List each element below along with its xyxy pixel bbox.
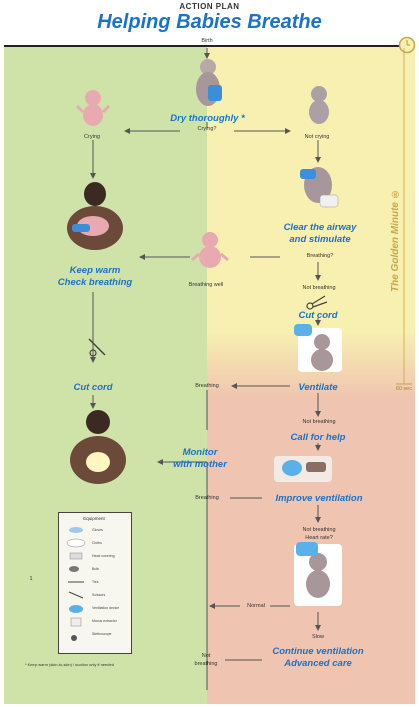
step-ventilate: Ventilate <box>298 382 338 393</box>
equipment-item: Scissors <box>92 593 106 597</box>
not-crying-baby-illustration <box>309 86 329 124</box>
equipment-item: Ties <box>92 580 99 584</box>
label-breathing-well: Breathing well <box>188 282 224 288</box>
label-not-breathing-1: Not breathing <box>302 285 336 291</box>
equipment-item: Cloths <box>92 541 102 545</box>
step-call-for-help: Call for help <box>290 432 346 443</box>
sixty-sec-label: 60 sec <box>395 386 413 392</box>
label-heart-rate-question: Heart rate? <box>305 535 333 541</box>
ventilate-illustration <box>294 324 342 372</box>
breathing-well-baby-illustration <box>191 232 229 268</box>
label-not-breathing-2: Not breathing <box>302 419 336 425</box>
label-not-crying: Not crying <box>304 134 330 140</box>
left-marker: 1 <box>29 576 33 582</box>
crying-baby-illustration <box>75 90 111 126</box>
cord-clamp-icon <box>88 338 106 357</box>
equipment-item: Gloves <box>92 528 103 532</box>
step-monitor-2: with mother <box>173 459 227 470</box>
step-keep-warm-2: Check breathing <box>57 277 133 288</box>
equipment-item: Mucus extractor <box>92 619 117 623</box>
step-continue-ventilation-2: Advanced care <box>284 658 352 669</box>
call-for-help-illustration <box>274 456 332 482</box>
mother-baby-skin-to-skin-illustration <box>67 182 123 250</box>
label-normal: Normal <box>247 603 265 609</box>
golden-minute-label: The Golden Minute ® <box>390 188 401 292</box>
equipment-item: Ventilation device <box>92 606 120 610</box>
label-not-breathing-heart-1: Not breathing <box>302 527 336 533</box>
clear-airway-illustration <box>300 167 339 208</box>
label-slow: Slow <box>312 634 324 640</box>
label-birth: Birth <box>201 38 213 44</box>
step-dry-thoroughly: Dry thoroughly * <box>170 113 245 124</box>
equipment-item: Head covering <box>92 554 115 558</box>
step-monitor-1: Monitor <box>182 447 218 458</box>
label-not-breathing-left-1: Not <box>201 653 211 659</box>
equipment-title: Equipment <box>83 516 105 521</box>
equipment-box <box>58 512 132 654</box>
label-breathing-2: Breathing <box>195 495 219 501</box>
improve-ventilation-illustration <box>294 542 342 606</box>
step-cut-cord-right: Cut cord <box>298 310 338 321</box>
mother-holding-baby-illustration <box>70 410 126 484</box>
step-clear-airway-1: Clear the airway <box>283 222 357 233</box>
equipment-icons <box>66 527 86 641</box>
timeline-line <box>4 45 415 47</box>
step-keep-warm-1: Keep warm <box>69 265 121 276</box>
scissors-icon <box>306 295 328 310</box>
step-cut-cord-left: Cut cord <box>73 382 113 393</box>
footnote: * Keep warm (skin-to-skin) / suction onl… <box>25 662 114 667</box>
label-crying: Crying <box>84 134 100 140</box>
step-clear-airway-2: and stimulate <box>289 234 351 245</box>
label-breathing-1: Breathing <box>195 383 219 389</box>
clock-icon <box>398 36 416 54</box>
step-improve-ventilation: Improve ventilation <box>275 493 363 504</box>
action-plan-label: ACTION PLAN <box>179 2 240 11</box>
equipment-item: Stethoscope <box>92 632 112 636</box>
label-crying-question: Crying? <box>197 126 217 132</box>
label-breathing-question: Breathing? <box>306 253 334 259</box>
page-title: Helping Babies Breathe <box>97 11 322 33</box>
newborn-birth-illustration <box>196 59 222 106</box>
step-continue-ventilation-1: Continue ventilation <box>272 646 364 657</box>
equipment-item: Bulb <box>92 567 100 571</box>
label-not-breathing-left-2: breathing <box>194 661 218 667</box>
